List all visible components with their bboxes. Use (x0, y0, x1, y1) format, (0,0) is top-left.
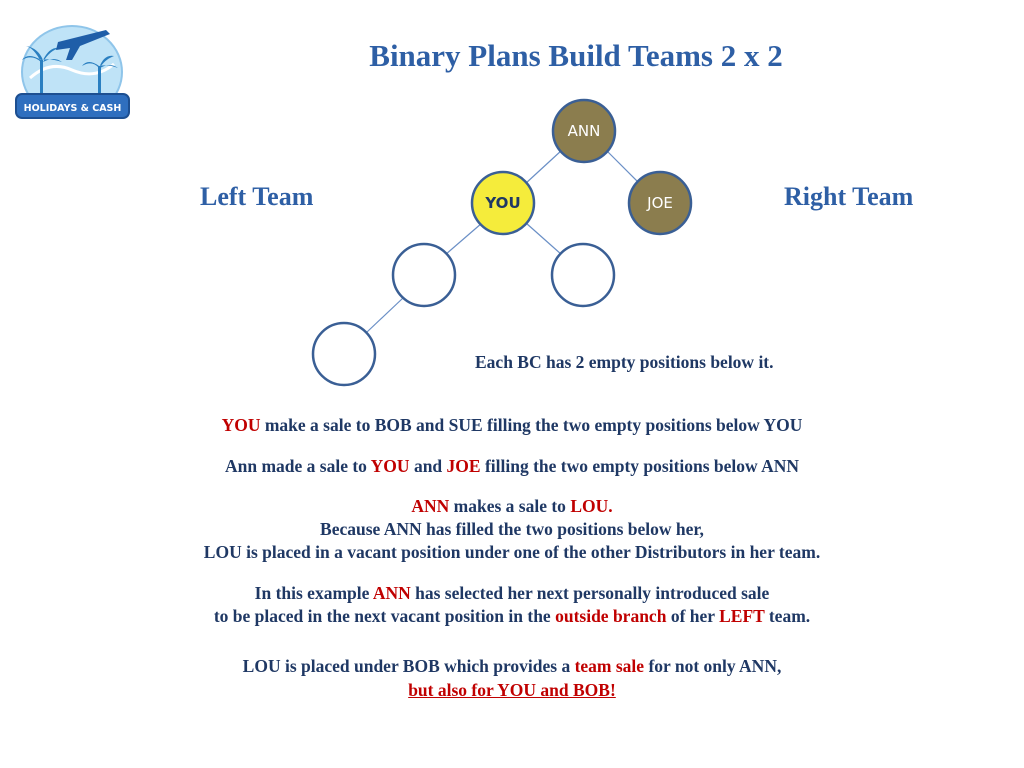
empty-positions-note: Each BC has 2 empty positions below it. (475, 352, 774, 372)
binary-tree-diagram: ANN YOU JOE (311, 98, 693, 387)
text-line-8-part: for not only ANN, (644, 656, 782, 676)
highlight-ann: ANN (411, 496, 450, 516)
palm-tree-icon (22, 46, 118, 95)
left-team-label: Left Team (200, 182, 314, 211)
highlight-joe: JOE (446, 456, 481, 476)
tree-edges (366, 149, 641, 333)
logo-text: HOLIDAYS & CASH (24, 103, 122, 114)
text-line-7-part: of her (666, 606, 720, 626)
node-you-label: YOU (484, 194, 520, 212)
logo-badge (16, 94, 129, 118)
text-line-2-part: and (409, 456, 447, 476)
text-line-7-part: team. (764, 606, 811, 626)
node-ann: ANN (551, 98, 617, 164)
text-line-7: to be placed in the next vacant position… (0, 605, 1024, 628)
edge-ann-joe (605, 149, 641, 185)
highlight-conclusion: but also for YOU and BOB! (408, 680, 616, 700)
text-line-9: but also for YOU and BOB! (0, 679, 1024, 702)
text-line-6: In this example ANN has selected her nex… (0, 582, 1024, 605)
text-line-6-part: has selected her next personally introdu… (410, 583, 770, 603)
highlight-outside-branch: outside branch (555, 606, 667, 626)
edge-empty-left-empty-bottom (366, 297, 404, 333)
text-line-2-part: Ann made a sale to (224, 456, 371, 476)
node-joe-circle (627, 170, 693, 236)
node-joe: JOE (627, 170, 693, 236)
node-you-circle (470, 170, 536, 236)
edge-ann-you (524, 149, 563, 185)
text-line-3-part: makes a sale to (449, 496, 571, 516)
highlight-you: YOU (221, 415, 261, 435)
highlight-ann: ANN (372, 583, 411, 603)
node-you: YOU (470, 170, 536, 236)
text-line-3: ANN makes a sale to LOU. (0, 495, 1024, 518)
highlight-team-sale: team sale (574, 656, 645, 676)
page-title: Binary Plans Build Teams 2 x 2 (369, 38, 783, 73)
empty-position-right (550, 242, 616, 308)
text-line-6-part: In this example (254, 583, 373, 603)
holidays-cash-logo: HOLIDAYS & CASH (15, 25, 130, 119)
edge-you-empty-right (525, 222, 563, 256)
text-line-1: YOU make a sale to BOB and SUE filling t… (0, 414, 1024, 437)
airplane-icon (56, 30, 110, 60)
text-line-7-part: to be placed in the next vacant position… (213, 606, 556, 626)
highlight-lou: LOU. (570, 496, 613, 516)
edge-you-empty-left (444, 222, 483, 256)
empty-position-bottom (311, 321, 377, 387)
node-ann-circle (551, 98, 617, 164)
text-line-8-part: LOU is placed under BOB which provides a (242, 656, 575, 676)
node-joe-label: JOE (646, 194, 673, 212)
highlight-you: YOU (370, 456, 410, 476)
text-line-4: Because ANN has filled the two positions… (320, 519, 704, 539)
highlight-left: LEFT (719, 606, 765, 626)
empty-position-left (391, 242, 457, 308)
text-line-5: LOU is placed in a vacant position under… (203, 542, 821, 562)
node-ann-label: ANN (568, 122, 601, 140)
text-line-8: LOU is placed under BOB which provides a… (0, 655, 1024, 678)
text-line-2-part: filling the two empty positions below AN… (480, 456, 799, 476)
text-line-2: Ann made a sale to YOU and JOE filling t… (0, 455, 1024, 478)
right-team-label: Right Team (784, 182, 914, 211)
text-line-1-rest: make a sale to BOB and SUE filling the t… (260, 415, 803, 435)
